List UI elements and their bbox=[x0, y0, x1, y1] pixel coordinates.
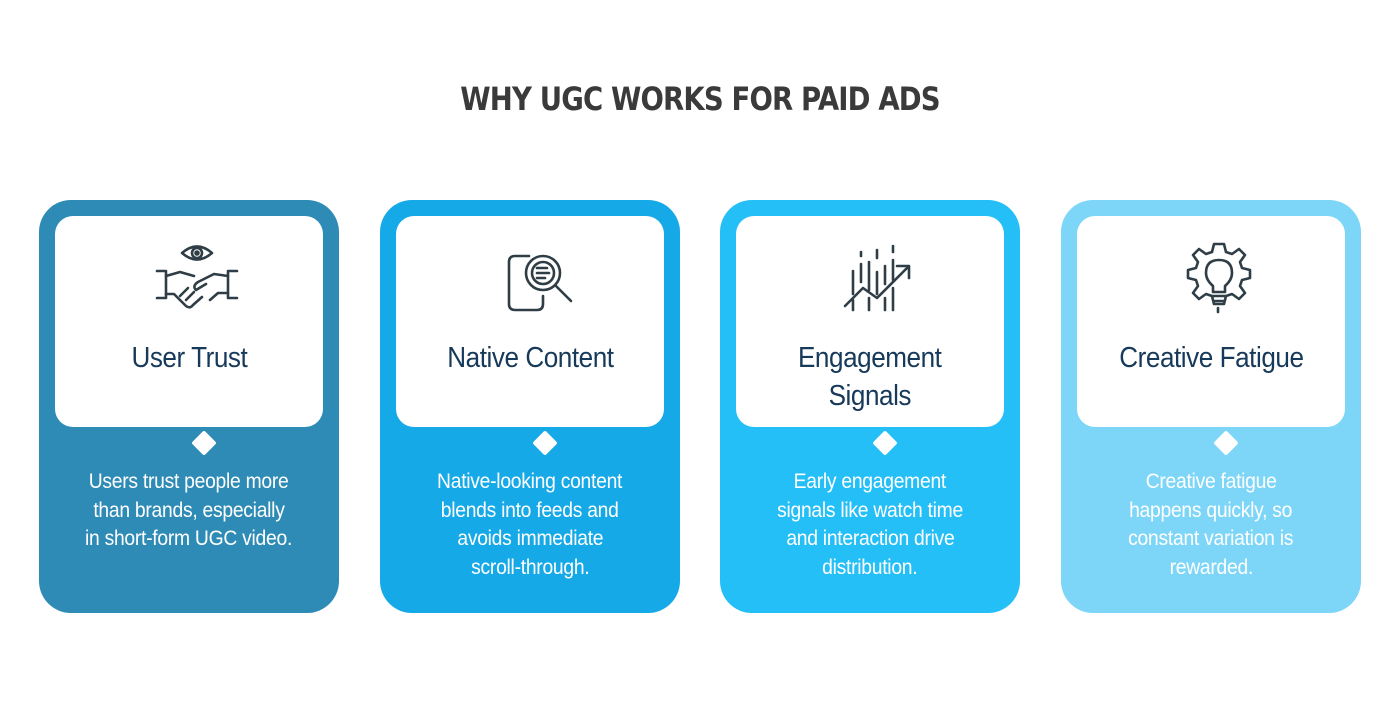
card-header-panel: Engagement Signals bbox=[736, 216, 1004, 456]
panel-pointer bbox=[191, 430, 217, 456]
card-description: Early engagement signals like watch time… bbox=[740, 468, 1000, 582]
card-description-line: signals like watch time bbox=[777, 498, 963, 522]
panel-pointer bbox=[1213, 430, 1239, 456]
card-header-panel: Creative Fatigue bbox=[1077, 216, 1345, 456]
card-description: Native-looking content blends into feeds… bbox=[400, 468, 660, 582]
card-engagement-signals: Engagement Signals Early engagement sign… bbox=[720, 200, 1020, 613]
card-header-panel: Native Content bbox=[396, 216, 664, 456]
card-description-line: avoids immediate bbox=[457, 527, 603, 550]
card-title-line: User Trust bbox=[131, 342, 247, 374]
card-title-line: Signals bbox=[828, 380, 912, 412]
growth-chart-icon bbox=[833, 236, 923, 326]
card-creative-fatigue: Creative Fatigue Creative fatigue happen… bbox=[1061, 200, 1361, 613]
card-title: User Trust bbox=[55, 339, 323, 377]
card-description-line: scroll-through. bbox=[470, 555, 590, 579]
card-description-line: Creative fatigue bbox=[1145, 470, 1277, 493]
panel-pointer bbox=[532, 430, 558, 456]
card-description-line: happens quickly, so bbox=[1129, 498, 1293, 522]
card-description: Users trust people more than brands, esp… bbox=[59, 468, 319, 554]
card-title: Signals bbox=[736, 377, 1004, 415]
card-description-line: rewarded. bbox=[1169, 555, 1253, 579]
card-header-panel: User Trust bbox=[55, 216, 323, 456]
card-description-line: Early engagement bbox=[793, 470, 947, 493]
card-title: Native Content bbox=[396, 339, 664, 377]
card-description: Creative fatigue happens quickly, so con… bbox=[1081, 468, 1341, 582]
card-description-line: blends into feeds and bbox=[441, 498, 619, 522]
card-description-line: than brands, especially bbox=[93, 498, 285, 522]
document-magnifier-icon bbox=[493, 236, 583, 326]
card-title: Engagement bbox=[736, 339, 1004, 377]
card-description-line: constant variation is bbox=[1128, 527, 1294, 550]
card-title-line: Engagement bbox=[798, 342, 942, 374]
panel-pointer bbox=[872, 430, 898, 456]
page-title: WHY UGC WORKS FOR PAID ADS bbox=[460, 80, 940, 118]
card-description-line: distribution. bbox=[822, 555, 918, 579]
card-description-line: in short-form UGC video. bbox=[85, 527, 293, 550]
card-title-line: Creative Fatigue bbox=[1118, 342, 1304, 374]
lightbulb-gear-icon bbox=[1174, 236, 1264, 326]
card-description-line: and interaction drive bbox=[785, 527, 955, 550]
card-native-content: Native Content Native-looking content bl… bbox=[380, 200, 680, 613]
card-description-line: Users trust people more bbox=[89, 470, 289, 493]
eye-handshake-icon bbox=[152, 236, 242, 326]
card-title: Creative Fatigue bbox=[1077, 339, 1345, 377]
card-title-line: Native Content bbox=[446, 342, 614, 374]
card-user-trust: User Trust Users trust people more than … bbox=[39, 200, 339, 613]
card-description-line: Native-looking content bbox=[437, 470, 623, 493]
